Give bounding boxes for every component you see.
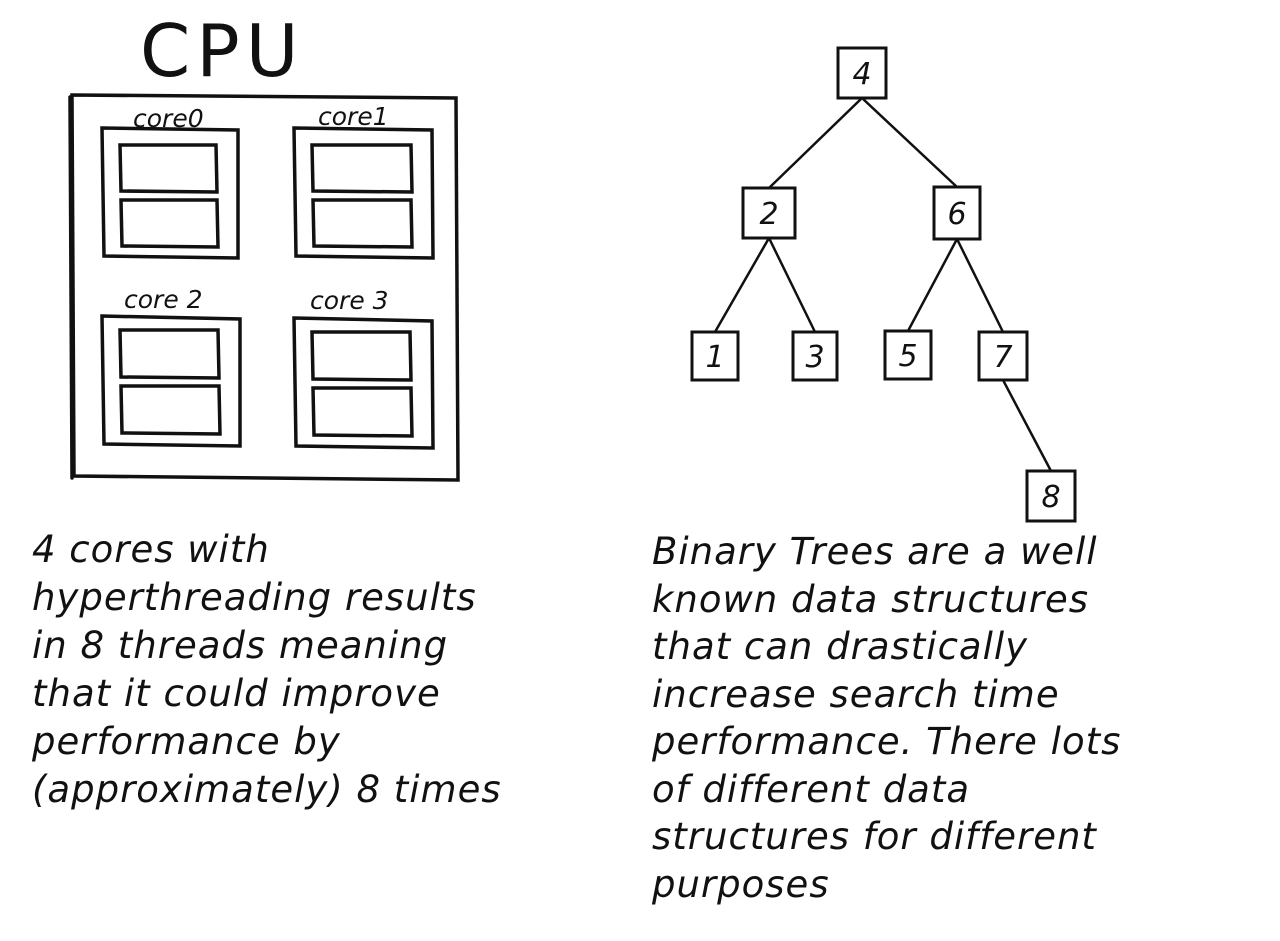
tree-node: 3 xyxy=(791,330,839,382)
core-label: core 2 xyxy=(124,285,203,314)
core-label: core 3 xyxy=(310,286,389,315)
thread-slot xyxy=(119,198,220,249)
tree-node-box xyxy=(836,46,888,100)
tree-node-box xyxy=(883,329,933,381)
tree-node-box xyxy=(1025,469,1077,523)
tree-node-label: 5 xyxy=(898,339,917,374)
tree-node-box xyxy=(977,330,1029,382)
tree-node-box xyxy=(932,185,982,241)
tree-edge xyxy=(906,237,959,333)
core-box xyxy=(100,314,242,448)
tree-node-box xyxy=(741,186,797,240)
tree-edges xyxy=(713,96,1053,473)
cpu-description: 4 cores with hyperthreading results in 8… xyxy=(32,526,502,814)
tree-node: 4 xyxy=(836,46,888,100)
description-line: increase search time xyxy=(652,672,1060,716)
tree-node: 7 xyxy=(977,330,1029,382)
description-line: Binary Trees are a well xyxy=(652,530,1098,573)
tree-node: 5 xyxy=(883,329,933,381)
description-line: known data structures xyxy=(652,577,1090,621)
core-box xyxy=(292,126,435,260)
description-line: hyperthreading results xyxy=(32,576,477,619)
description-line: of different data xyxy=(652,767,971,811)
tree-node-label: 1 xyxy=(705,340,724,375)
thread-slot xyxy=(310,143,414,194)
tree-node-box xyxy=(690,330,740,382)
tree-edge xyxy=(767,236,817,334)
description-line: (approximately) 8 times xyxy=(32,768,502,811)
core-label: core1 xyxy=(318,102,389,131)
description-line: purposes xyxy=(652,862,830,906)
cpu-box xyxy=(68,93,460,482)
tree-edge xyxy=(767,96,864,190)
core-2: core 2 xyxy=(100,285,242,448)
core-3: core 3 xyxy=(292,286,435,450)
description-line: performance. There lots xyxy=(652,720,1122,763)
core-1: core1 xyxy=(292,102,435,260)
description-line: performance by xyxy=(32,720,341,763)
description-line: that can drastically xyxy=(652,625,1029,668)
tree-nodes: 4 2 6 1 3 5 7 8 xyxy=(690,46,1077,523)
tree-node-label: 2 xyxy=(759,197,778,232)
thread-slot xyxy=(311,386,414,438)
tree-node: 8 xyxy=(1025,469,1077,523)
tree-edge xyxy=(713,236,771,334)
thread-slot xyxy=(310,330,413,382)
description-line: that it could improve xyxy=(32,672,441,715)
tree-node: 1 xyxy=(690,330,740,382)
core-box xyxy=(100,126,240,260)
description-line: 4 cores with xyxy=(32,528,270,571)
tree-node-box xyxy=(791,330,839,382)
tree-node-label: 3 xyxy=(805,340,824,375)
thread-slot xyxy=(311,198,414,249)
tree-description: Binary Trees are a well known data struc… xyxy=(652,528,1121,908)
tree-node-label: 8 xyxy=(1041,480,1060,515)
core-0: core0 xyxy=(100,104,240,260)
core-box xyxy=(292,316,435,450)
description-line: structures for different xyxy=(652,815,1097,858)
cpu-title: CPU xyxy=(140,9,304,93)
tree-node-label: 6 xyxy=(947,197,966,232)
tree-node-label: 4 xyxy=(852,57,871,92)
tree-edge xyxy=(860,96,959,189)
tree-edge xyxy=(1001,378,1053,473)
tree-node: 2 xyxy=(741,186,797,240)
description-line: in 8 threads meaning xyxy=(32,624,449,667)
tree-edge xyxy=(955,237,1005,334)
thread-slot xyxy=(118,328,221,380)
thread-slot xyxy=(118,143,219,194)
tree-node-label: 7 xyxy=(993,340,1012,375)
thread-slot xyxy=(119,384,222,436)
tree-node: 6 xyxy=(932,185,982,241)
